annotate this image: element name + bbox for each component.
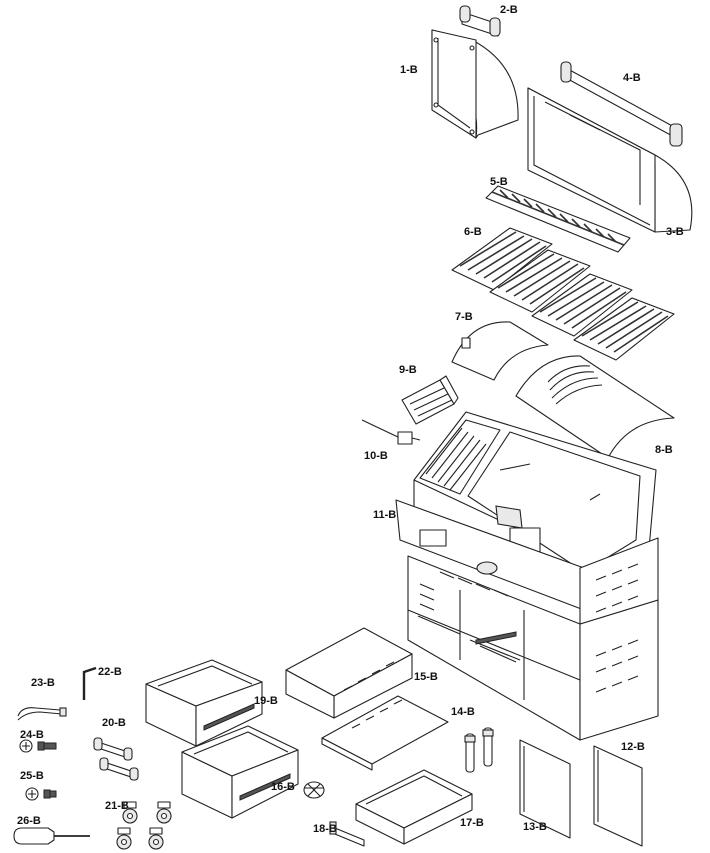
part-2-b-small-handle[interactable] bbox=[459, 5, 501, 37]
part-8-b-large-heat-shield[interactable] bbox=[515, 355, 675, 459]
part-14-b-door-handles[interactable] bbox=[464, 727, 494, 773]
label-20-b: 20-B bbox=[102, 717, 126, 729]
part-24-b-bolt[interactable] bbox=[19, 739, 57, 753]
label-9-b: 9-B bbox=[399, 364, 417, 376]
label-4-b: 4-B bbox=[623, 72, 641, 84]
label-21-b: 21-B bbox=[105, 800, 129, 812]
label-1-b: 1-B bbox=[400, 64, 418, 76]
part-16-b-grease-cup[interactable] bbox=[303, 781, 325, 799]
label-16-b: 16-B bbox=[271, 781, 295, 793]
label-14-b: 14-B bbox=[451, 706, 475, 718]
label-12-b: 12-B bbox=[621, 741, 645, 753]
part-25-b-screw[interactable] bbox=[25, 787, 57, 801]
label-18-b: 18-B bbox=[313, 823, 337, 835]
label-10-b: 10-B bbox=[364, 450, 388, 462]
part-21-b-casters[interactable] bbox=[116, 801, 172, 850]
part-7-b-small-heat-shield[interactable] bbox=[451, 321, 549, 381]
part-23-b-wire[interactable] bbox=[17, 707, 67, 721]
label-15-b: 15-B bbox=[414, 671, 438, 683]
part-11-b-grill-body[interactable] bbox=[395, 411, 659, 741]
part-13-b-left-door[interactable] bbox=[519, 739, 571, 839]
part-17-b-grease-tray[interactable] bbox=[355, 769, 473, 845]
part-12-b-right-door[interactable] bbox=[593, 745, 643, 847]
label-23-b: 23-B bbox=[31, 677, 55, 689]
part-5-b-warming-rack[interactable] bbox=[485, 185, 631, 253]
part-15-b-side-shelves[interactable] bbox=[285, 627, 449, 771]
label-7-b: 7-B bbox=[455, 311, 473, 323]
part-26-b-screwdriver[interactable] bbox=[13, 827, 90, 845]
part-3-b-main-hood[interactable] bbox=[527, 87, 693, 233]
label-6-b: 6-B bbox=[464, 226, 482, 238]
label-8-b: 8-B bbox=[655, 444, 673, 456]
label-24-b: 24-B bbox=[20, 729, 44, 741]
label-17-b: 17-B bbox=[460, 817, 484, 829]
part-18-b-tray-handle[interactable] bbox=[329, 821, 365, 847]
label-22-b: 22-B bbox=[98, 666, 122, 678]
part-6-b-cooking-grates[interactable] bbox=[451, 227, 675, 361]
part-22-b-hex-key[interactable] bbox=[82, 666, 97, 700]
part-1-b-hood-end-cap[interactable] bbox=[431, 29, 519, 139]
part-4-b-long-handle[interactable] bbox=[560, 61, 683, 147]
label-11-b: 11-B bbox=[373, 509, 396, 521]
label-13-b: 13-B bbox=[523, 821, 547, 833]
part-20-b-drawer-handles[interactable] bbox=[93, 737, 139, 781]
label-19-b: 19-B bbox=[254, 695, 278, 707]
label-25-b: 25-B bbox=[20, 770, 44, 782]
label-3-b: 3-B bbox=[666, 226, 684, 238]
part-10-b-igniter[interactable] bbox=[361, 419, 421, 445]
part-19-b-drawers[interactable] bbox=[145, 659, 299, 819]
part-labels: 1-B 2-B 3-B 4-B 5-B 6-B 7-B 8-B 9-B 10-B… bbox=[17, 4, 684, 835]
label-2-b: 2-B bbox=[500, 4, 518, 16]
part-9-b-flame-tamer[interactable] bbox=[401, 375, 459, 425]
label-26-b: 26-B bbox=[17, 815, 41, 827]
label-5-b: 5-B bbox=[490, 176, 508, 188]
